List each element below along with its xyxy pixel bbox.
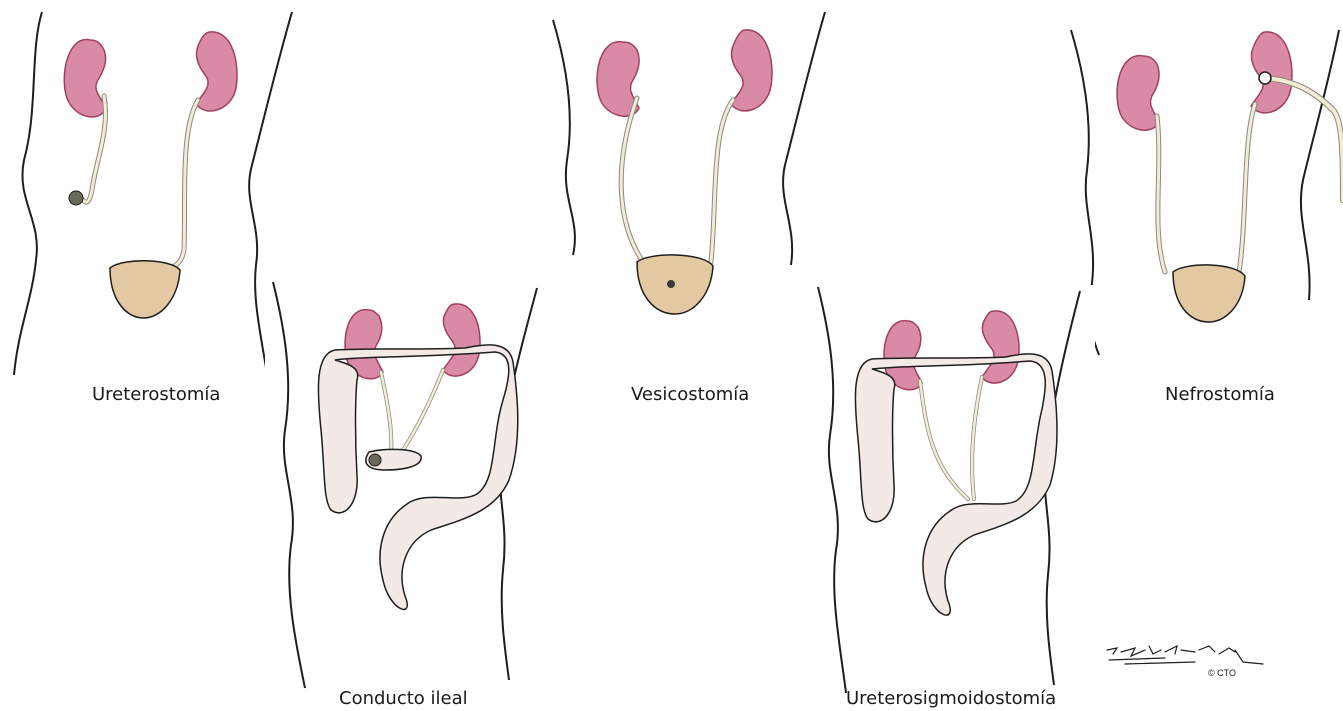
panel-vesicostomia — [535, 0, 835, 400]
kidney-right — [1251, 32, 1292, 113]
body-outline — [553, 12, 825, 265]
caption-conducto-ileal: Conducto ileal — [339, 688, 468, 709]
panel-conducto-ileal — [265, 280, 550, 690]
kidney-right — [731, 30, 772, 111]
panel-ureterostomia — [0, 0, 300, 400]
caption-vesicostomia: Vesicostomía — [631, 384, 749, 405]
copyright-text: © CTO — [1208, 668, 1236, 678]
panel-ureterosigmoidostomia — [810, 285, 1095, 695]
stoma — [369, 454, 381, 466]
kidney-left — [64, 40, 106, 117]
body-outline — [14, 12, 292, 380]
caption-ureterosigmoidostomia: Ureterosigmoidostomía — [846, 688, 1056, 709]
caption-ureterostomia: Ureterostomía — [92, 384, 220, 405]
bladder — [1173, 265, 1245, 322]
bladder — [637, 255, 713, 314]
artist-signature — [1105, 640, 1265, 680]
kidney-right — [196, 32, 237, 111]
ureter-left — [621, 98, 643, 262]
stoma — [667, 280, 675, 288]
stoma — [1259, 72, 1271, 84]
bladder — [110, 261, 180, 318]
caption-nefrostomia: Nefrostomía — [1165, 384, 1275, 405]
kidney-left — [1117, 56, 1159, 130]
stoma — [69, 191, 83, 205]
